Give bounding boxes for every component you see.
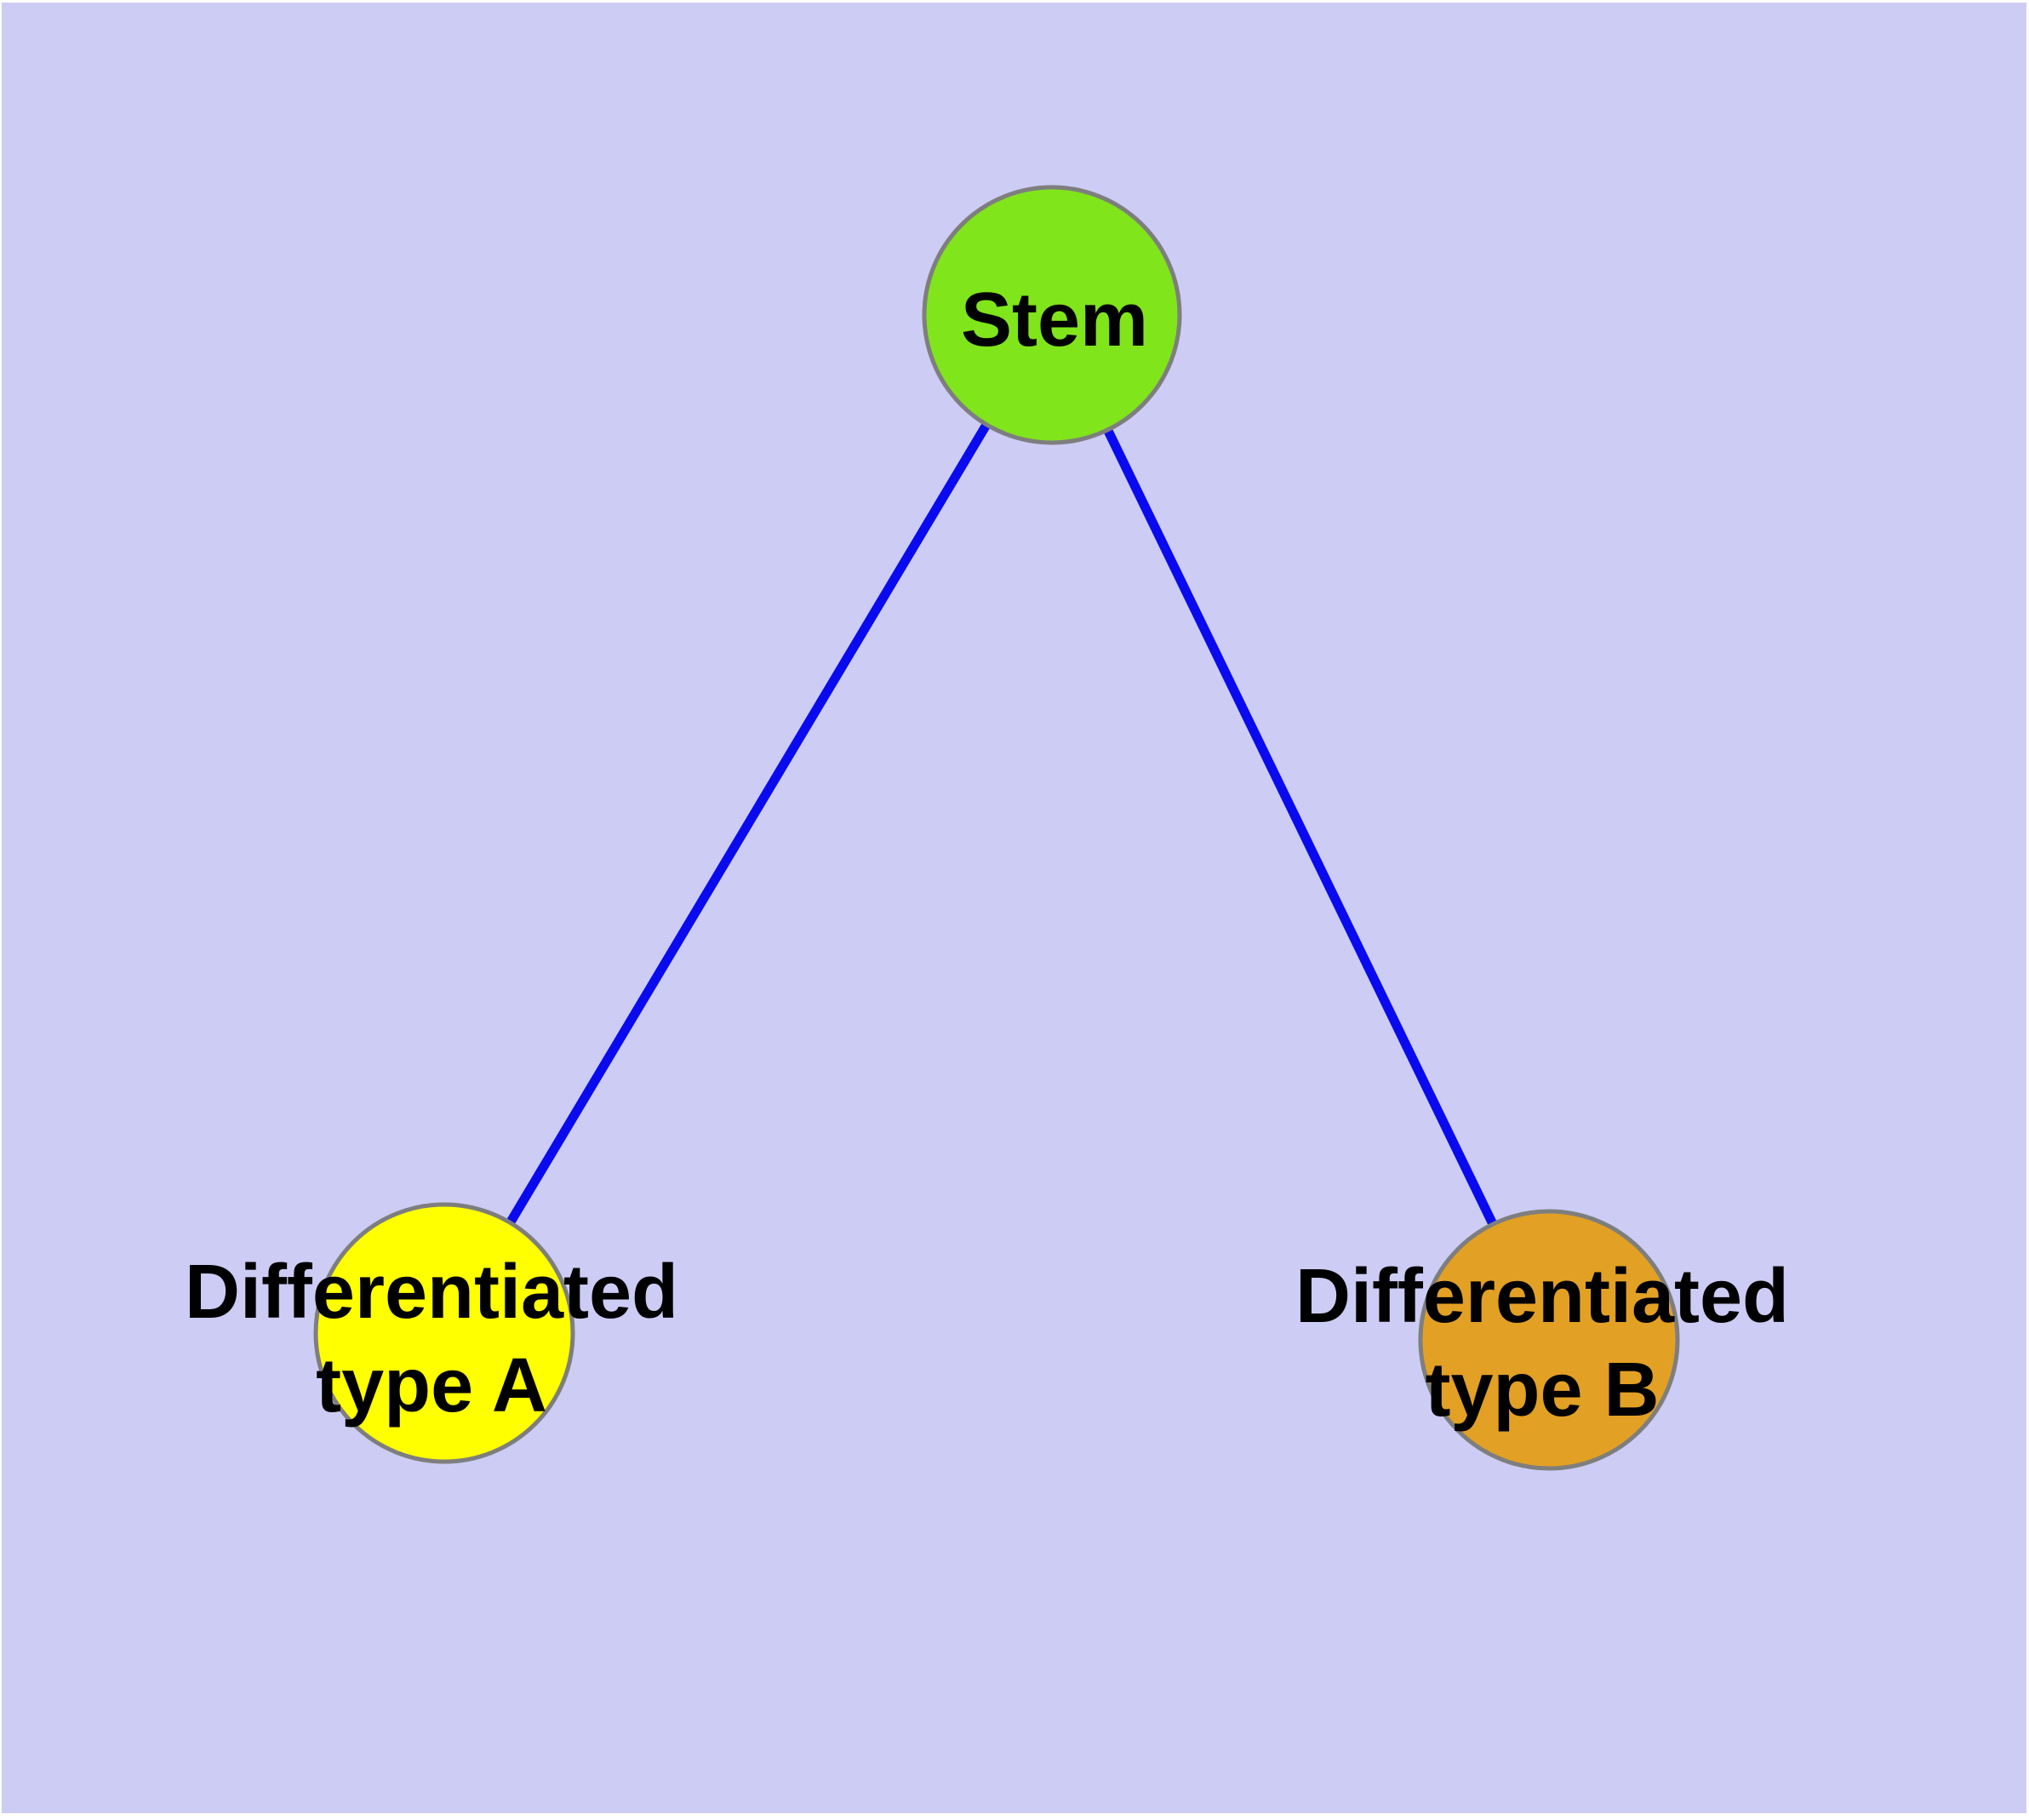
edge-stem-to-type-b-line: [1048, 312, 1553, 1342]
node-stem-label: Stem: [961, 278, 1148, 363]
edge-stem-to-type-a-line: [440, 312, 1056, 1336]
node-type-a-label-line-1: Differentiated: [185, 1250, 678, 1335]
node-type-b-circle: [1418, 1209, 1680, 1471]
node-type-b-label-line-1: Differentiated: [1295, 1254, 1789, 1339]
node-type-a-label-line-2: type A: [316, 1343, 547, 1428]
node-type-a-circle: [313, 1202, 575, 1464]
node-stem-circle: [922, 185, 1182, 445]
node-type-b-label-line-2: type B: [1425, 1348, 1659, 1433]
